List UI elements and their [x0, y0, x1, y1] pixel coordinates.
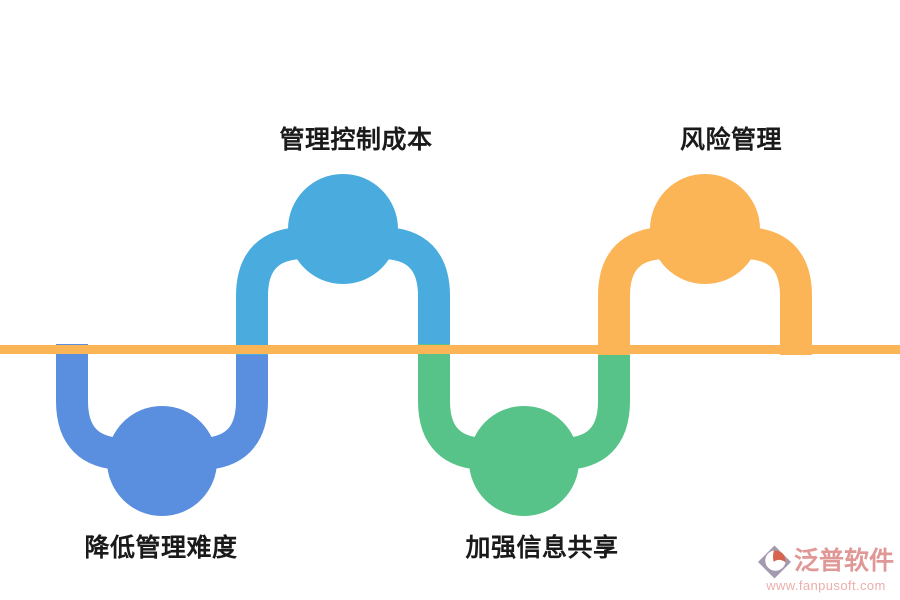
baseline: [0, 345, 900, 354]
fanpu-logo-icon: [757, 545, 791, 579]
watermark-url: www.fanpusoft.com: [766, 578, 886, 593]
node-circle-reduce-management-difficulty: [107, 406, 217, 516]
node-circle-risk-management: [650, 174, 760, 284]
node-circle-strengthen-info-sharing: [469, 406, 579, 516]
watermark-brand-row: 泛普软件: [757, 545, 894, 579]
node-label-reduce-management-difficulty: 降低管理难度: [84, 534, 238, 562]
node-label-manage-control-cost: 管理控制成本: [279, 126, 433, 154]
watermark-brand: 泛普软件: [793, 547, 894, 576]
node-label-strengthen-info-sharing: 加强信息共享: [465, 534, 619, 562]
node-label-risk-management: 风险管理: [679, 126, 783, 154]
node-circle-manage-control-cost: [288, 174, 398, 284]
watermark: 泛普软件 www.fanpusoft.com: [757, 545, 894, 593]
